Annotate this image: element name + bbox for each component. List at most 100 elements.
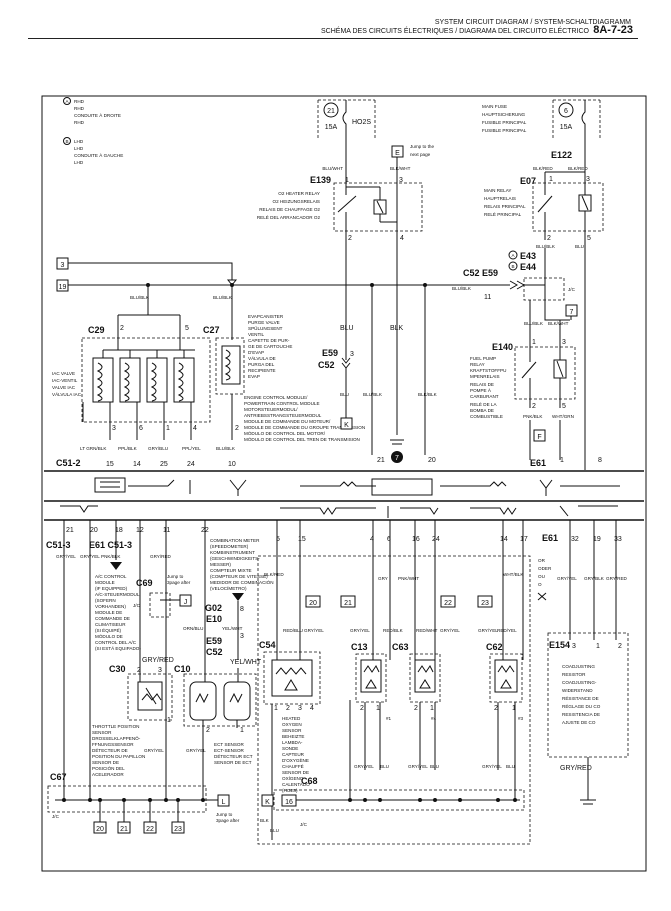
- svg-text:7: 7: [395, 455, 399, 462]
- connector-c54: C54: [259, 640, 276, 650]
- svg-text:(VELOCÍMETRO): (VELOCÍMETRO): [210, 585, 247, 591]
- box-21-bottom: [117, 821, 131, 834]
- svg-text:25: 25: [160, 461, 168, 468]
- svg-text:3: 3: [112, 425, 116, 432]
- svg-text:RECIPIENTE: RECIPIENTE: [248, 368, 276, 373]
- main-fuse-line: FUSIBLE PRINCIPAL: [482, 120, 527, 125]
- svg-text:BLU/BLK: BLU/BLK: [536, 244, 556, 249]
- connector-c68: C68: [301, 776, 318, 786]
- svg-text:(GESCHWINDIGKEITS-: (GESCHWINDIGKEITS-: [210, 556, 260, 561]
- svg-text:RED/BLK: RED/BLK: [383, 628, 404, 633]
- svg-text:BLK/RED: BLK/RED: [264, 572, 284, 577]
- svg-text:1: 1: [167, 717, 171, 724]
- svg-text:2: 2: [547, 235, 551, 242]
- box-22-bottom: [143, 821, 157, 834]
- svg-text:ACELERADOR: ACELERADOR: [92, 772, 124, 777]
- main-fuse-line: HAUPTSICHERUNG: [482, 112, 526, 117]
- svg-text:RESISTOR: RESISTOR: [562, 672, 586, 677]
- svg-text:(SI ESTÁ EQUIPADO): (SI ESTÁ EQUIPADO): [95, 645, 141, 651]
- connector-c29: C29: [88, 325, 105, 335]
- svg-text:COMBINATION METER: COMBINATION METER: [210, 538, 260, 543]
- connector-e140: E140: [492, 342, 513, 352]
- injector-1: [355, 653, 387, 703]
- svg-text:ANTRIEBSSTRANGSTEUERMODUL: ANTRIEBSSTRANGSTEUERMODUL: [244, 413, 322, 418]
- legend-b-mark: B: [65, 139, 68, 144]
- svg-text:2: 2: [494, 705, 498, 712]
- svg-text:RÉGLAGE DU CO: RÉGLAGE DU CO: [562, 703, 601, 709]
- svg-text:24: 24: [432, 536, 440, 543]
- jc-c69: [149, 592, 171, 618]
- svg-text:BLU: BLU: [380, 764, 389, 769]
- svg-text:BLK/WHT: BLK/WHT: [548, 321, 569, 326]
- iac-label: IAC-VENTIL: [52, 378, 78, 383]
- svg-text:2: 2: [414, 705, 418, 712]
- connector-e139: E139: [310, 175, 331, 185]
- connector-e07: E07: [520, 176, 536, 186]
- connector-c63: C63: [392, 642, 409, 652]
- svg-text:15: 15: [298, 536, 306, 543]
- svg-text:5: 5: [185, 325, 189, 332]
- main-fuse-line: FUSIBLE PRINCIPAL: [482, 128, 527, 133]
- svg-text:OU: OU: [538, 574, 545, 579]
- connector-e154: E154: [549, 640, 570, 650]
- svg-text:COMMANDE DE: COMMANDE DE: [95, 616, 130, 621]
- svg-text:GRY/YEL: GRY/YEL: [304, 628, 324, 633]
- svg-text:1: 1: [596, 643, 600, 650]
- svg-text:1: 1: [345, 177, 349, 184]
- svg-text:B: B: [511, 264, 514, 269]
- svg-text:5: 5: [562, 403, 566, 410]
- svg-text:MODULE: MODULE: [95, 580, 115, 585]
- svg-text:18: 18: [115, 527, 123, 534]
- svg-text:BLU: BLU: [340, 392, 349, 397]
- svg-text:BLU/BLK: BLU/BLK: [130, 295, 150, 300]
- fuse-6: MAIN FUSE HAUPTSICHERUNG FUSIBLE PRINCIP…: [482, 99, 601, 170]
- svg-text:ODER: ODER: [538, 566, 552, 571]
- svg-text:BLU/BLK: BLU/BLK: [216, 446, 236, 451]
- ect-sensor: [183, 673, 257, 727]
- svg-text:21: 21: [344, 600, 352, 607]
- svg-text:6: 6: [564, 108, 568, 115]
- svg-text:BLU: BLU: [506, 764, 515, 769]
- o2-relay-label: O2 HEIZUNGSRELAIS: [273, 199, 320, 204]
- svg-text:3: 3: [240, 633, 244, 640]
- fuse-21: 21 15A HO2S: [317, 99, 376, 170]
- iac-label: IAC VALVE: [52, 371, 75, 376]
- main-relay-label: MAIN RELAY: [484, 188, 511, 193]
- jc-c68: [273, 789, 525, 811]
- svg-text:YEL/WHT: YEL/WHT: [222, 626, 243, 631]
- svg-text:GRY/YEL: GRY/YEL: [144, 748, 164, 753]
- svg-text:PNK/WHT: PNK/WHT: [398, 576, 419, 581]
- svg-text:BLK/WHT: BLK/WHT: [390, 166, 411, 171]
- svg-text:PURGE VALVE: PURGE VALVE: [248, 320, 280, 325]
- svg-text:1: 1: [430, 705, 434, 712]
- o2-heater-relay: [333, 182, 423, 232]
- svg-text:CHAUFFÉ: CHAUFFÉ: [282, 763, 304, 769]
- svg-text:Jump to: Jump to: [216, 812, 233, 817]
- legend-a-line: RHD: [74, 106, 85, 111]
- svg-text:8: 8: [240, 606, 244, 613]
- tps-label: THROTTLE POSITION SENSOR DROSSELKLAPPENÖ…: [92, 724, 145, 777]
- svg-text:SPÜLUNGSENT: SPÜLUNGSENT: [248, 325, 283, 331]
- svg-text:PNK/BLK: PNK/BLK: [101, 554, 121, 559]
- ac-arrow: [110, 562, 122, 570]
- svg-text:#1: #1: [386, 716, 392, 721]
- heated-o2-sensor: [263, 651, 321, 705]
- svg-text:16: 16: [412, 536, 420, 543]
- svg-text:14: 14: [500, 536, 508, 543]
- legend-a-line: RHD: [74, 99, 85, 104]
- svg-text:A: A: [511, 253, 515, 258]
- svg-text:BLK/BLK: BLK/BLK: [418, 392, 438, 397]
- main-relay-label: RELAIS PRINCIPAL: [484, 204, 526, 209]
- connector-c30: C30: [109, 664, 126, 674]
- o2-relay-label: O2 HEATER RELAY: [278, 191, 320, 196]
- connector-e61-lower: E61: [542, 533, 558, 543]
- svg-text:3: 3: [158, 667, 162, 674]
- svg-text:MODULE DE: MODULE DE: [95, 610, 122, 615]
- ecm-lower-circuitry: [60, 505, 618, 518]
- svg-text:24: 24: [187, 461, 195, 468]
- svg-text:SENSOR DE: SENSOR DE: [282, 770, 309, 775]
- injector-3: [489, 653, 523, 703]
- evap-valve: [215, 337, 245, 395]
- svg-text:5: 5: [276, 536, 280, 543]
